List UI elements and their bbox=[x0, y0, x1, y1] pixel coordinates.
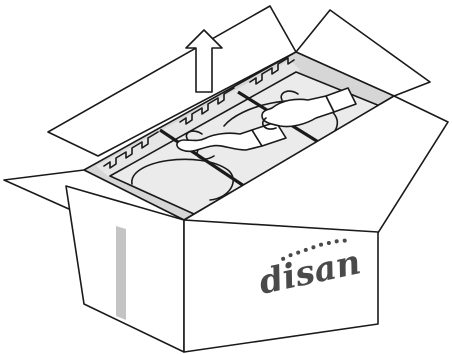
tape-strip bbox=[116, 226, 126, 320]
